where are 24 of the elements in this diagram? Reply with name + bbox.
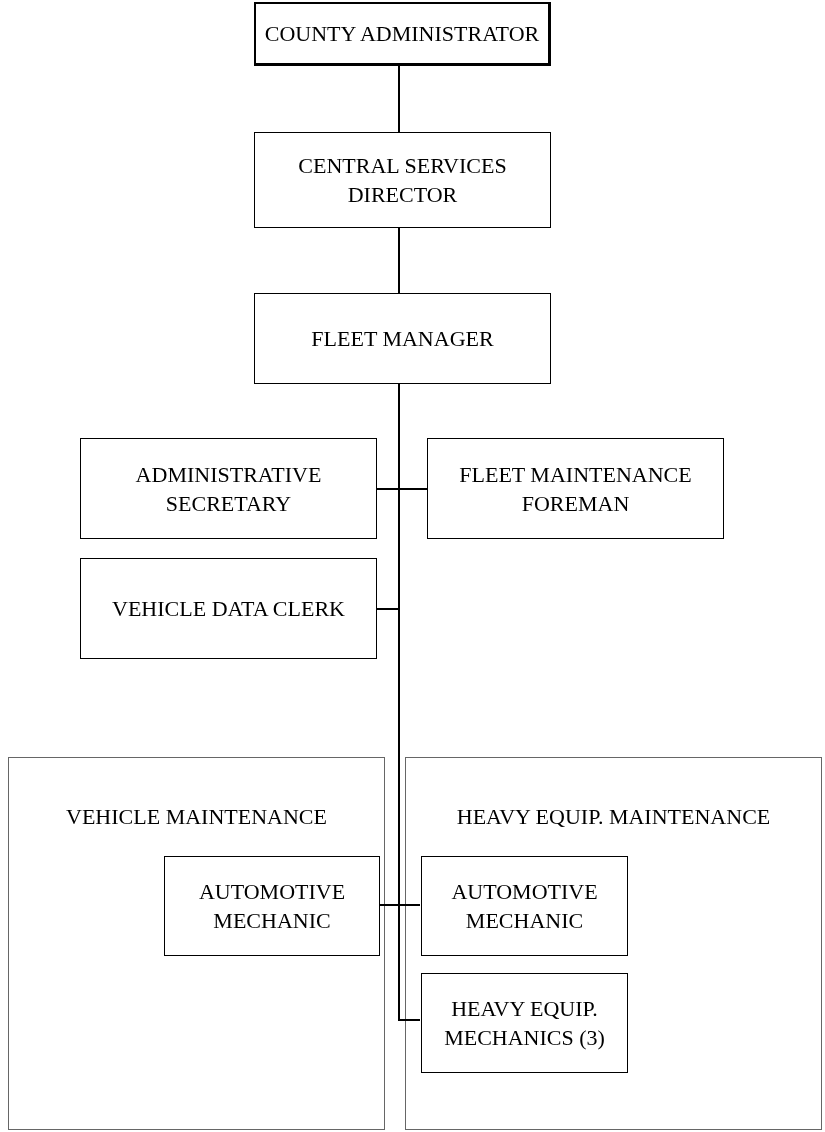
department-title: HEAVY EQUIP. MAINTENANCE: [455, 803, 772, 831]
position-box: [254, 132, 551, 228]
position-title: VEHICLE DATA CLERK: [112, 595, 345, 623]
position-box: [254, 293, 551, 384]
position-title: AUTOMOTIVE MECHANIC: [450, 878, 599, 935]
position-title: AUTOMOTIVE MECHANIC: [197, 878, 347, 935]
position-title: CENTRAL SERVICES DIRECTOR: [297, 152, 508, 209]
department-panel: [8, 757, 385, 1130]
position-title: HEAVY EQUIP. MECHANICS (3): [443, 995, 606, 1052]
position-title: FLEET MANAGER: [311, 325, 494, 353]
department-title: VEHICLE MAINTENANCE: [65, 803, 328, 831]
department-panel: [405, 757, 822, 1130]
connector-line: [398, 65, 400, 133]
position-box: [254, 2, 551, 66]
position-title: FLEET MAINTENANCE FOREMAN: [458, 460, 693, 518]
position-box: [164, 856, 380, 956]
position-box: [421, 856, 628, 956]
position-box: [421, 973, 628, 1073]
position-box: [80, 438, 377, 539]
position-title: ADMINISTRATIVE SECRETARY: [134, 460, 323, 518]
position-box: [427, 438, 724, 539]
position-box: [80, 558, 377, 659]
position-title: COUNTY ADMINISTRATOR: [264, 20, 540, 48]
connector-line: [398, 227, 400, 294]
